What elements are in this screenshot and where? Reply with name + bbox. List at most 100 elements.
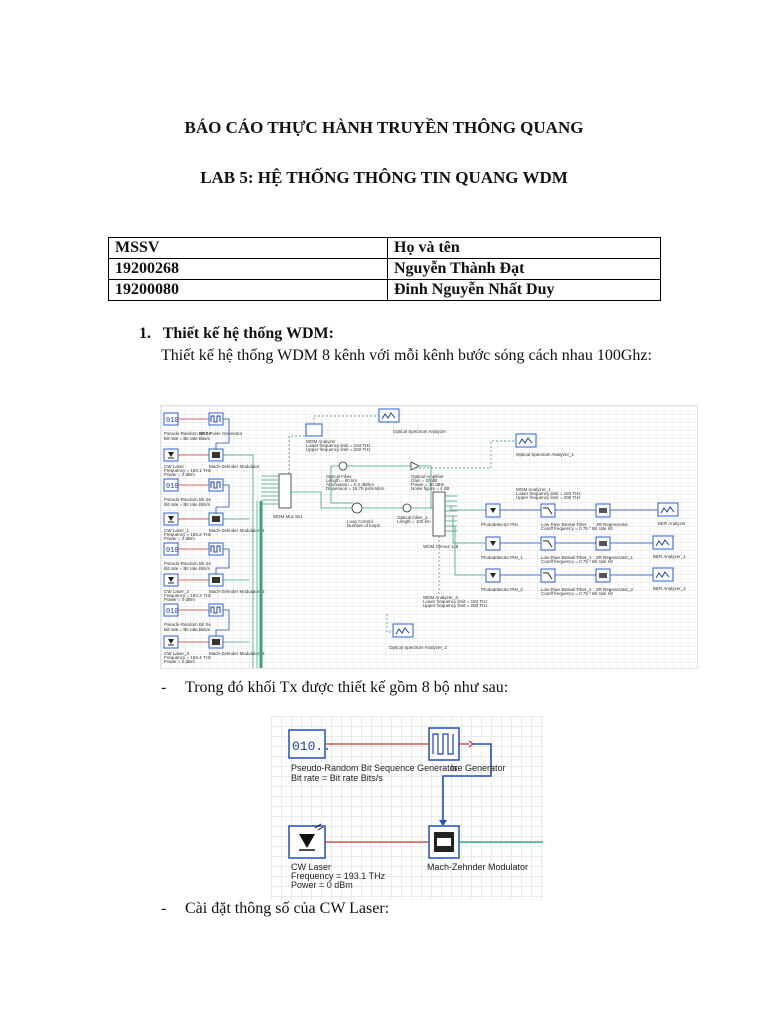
laser-label: CW Laser_1 xyxy=(164,528,190,533)
table-row: 19200268 Nguyễn Thành Đạt xyxy=(108,258,661,280)
cutoff-label: Cutoff frequency = 0.75 * Bit rate Hz xyxy=(541,591,614,596)
tx-block-2: Pseudo-Random Bit Se Bit rate = Bit rate… xyxy=(163,542,265,602)
fiber-length: Length = 80 km xyxy=(326,478,357,483)
wdm-mux: WDM Mux 8x1 xyxy=(273,473,303,519)
section-heading: 1. Thiết kế hệ thống WDM: xyxy=(139,325,334,342)
lab-title: LAB 5: HỆ THỐNG THÔNG TIN QUANG WDM xyxy=(200,168,568,187)
prbs-label: Pseudo-Random Bit Se xyxy=(164,431,212,436)
section-paragraph: Thiết kế hệ thống WDM 8 kênh với mỗi kên… xyxy=(161,347,652,364)
loop-count: Number of loops xyxy=(347,523,381,528)
student-name: Đinh Nguyễn Nhất Duy xyxy=(387,279,661,301)
analyzer1-upper: Upper frequency limit = 200 THz xyxy=(516,495,581,500)
ber-label: BER Analyzer_2 xyxy=(653,586,686,591)
laser-freq: Frequency = 193.1 THz xyxy=(164,468,212,473)
regen-label: 3R Regenerator xyxy=(596,522,629,527)
fiber-label: Optical Fiber xyxy=(326,474,352,479)
wdm-system-diagram: 010 Pseudo-Random Bit Se NRZ Pulse Gener… xyxy=(160,405,698,669)
laser-freq: Frequency = 193.3 THz xyxy=(164,593,212,598)
regen-label: 3R Regenerator_2 xyxy=(596,587,634,592)
wdm-analyzer-2: WDM Analyzer_2 Lower frequency limit = 1… xyxy=(423,536,488,608)
pin-label: Photodetector PIN_1 xyxy=(481,555,523,560)
ber-label: BER Analyzer_1 xyxy=(653,554,686,559)
table-row: 19200080 Đinh Nguyễn Nhất Duy xyxy=(108,279,661,301)
prbs-label: Pseudo-Random Bit Se xyxy=(164,622,212,627)
analyzer2-lower: Lower frequency limit = 193 THz xyxy=(423,599,488,604)
modulator-bus xyxy=(223,454,279,668)
osa-1: Optical Spectrum Analyzer_1 xyxy=(515,433,575,457)
prbs-label: Pseudo-Random Bit Se xyxy=(164,497,212,502)
report-title: BÁO CÁO THỰC HÀNH TRUYỀN THÔNG QUANG xyxy=(184,118,584,137)
mzm-block xyxy=(428,825,460,859)
wire-nrz-mzm xyxy=(442,743,492,824)
mux-label: WDM Mux 8x1 xyxy=(273,514,303,519)
laser-label: CW Laser xyxy=(164,464,185,469)
bitrate-label: Bit rate = Bit rate Bits/s xyxy=(164,502,211,507)
bitrate-label: Bit rate = Bit rate Bits/s xyxy=(164,436,211,441)
bullet-item: - Trong đó khối Tx được thiết kế gồm 8 b… xyxy=(161,679,561,701)
laser-label: CW Laser xyxy=(291,862,331,872)
laser-power: Power = 0 dBm xyxy=(164,597,195,602)
bullet-dash: - xyxy=(161,900,167,917)
pin-label: Photodetector PIN xyxy=(481,522,518,527)
nrz-label: NRZ Pulse Generator xyxy=(199,431,243,436)
tx-block-3: Pseudo-Random Bit Se Bit rate = Bit rate… xyxy=(163,603,265,664)
prbs-icon-text: 010.. xyxy=(292,739,331,754)
fiber-section: Optical Fiber Length = 80 km Attenuation… xyxy=(291,461,449,528)
wdm-analyzer-upper: Upper frequency limit = 200 THz xyxy=(306,447,371,452)
bitrate-label: Bit rate = Bit rate Bits/s xyxy=(291,773,383,783)
table-header-name: Họ và tên xyxy=(387,237,661,259)
laser-freq: Frequency = 193.1 THz xyxy=(291,871,386,881)
wdm-demux: WDM Demux 1x8 xyxy=(423,491,486,576)
student-name: Nguyễn Thành Đạt xyxy=(387,258,661,280)
student-id: 19200268 xyxy=(108,258,388,280)
tx-block-svg: 010.. Pseudo-Random Bit Sequence Generat… xyxy=(288,727,543,890)
ber-label: BER Analyzer xyxy=(658,521,686,526)
students-table: MSSV Họ và tên 19200268 Nguyễn Thành Đạt… xyxy=(108,237,661,301)
osa2-label: Optical Spectrum Analyzer_2 xyxy=(389,645,448,650)
bullet-text: Cài đặt thông số của CW Laser: xyxy=(185,900,390,917)
amp-label: Optical Amplifier xyxy=(411,474,444,479)
rx-chain-2: Photodetector PIN_2 Low Pass Bessel Filt… xyxy=(481,567,686,596)
rx-chain-1: Photodetector PIN_1 Low Pass Bessel Filt… xyxy=(481,535,686,564)
amp-noise: Noise figure = 4 dB xyxy=(411,486,449,491)
demux-label: WDM Demux 1x8 xyxy=(423,544,459,549)
mzm-label: Mach-Zehnder Modulator xyxy=(209,464,260,469)
cutoff-label: Cutoff frequency = 0.75 * Bit rate Hz xyxy=(541,526,614,531)
analyzer1-lower: Lower frequency limit = 193 THz xyxy=(516,491,581,496)
pin-label: Photodetector PIN_2 xyxy=(481,587,523,592)
tx-block-0: Pseudo-Random Bit Se NRZ Pulse Generator… xyxy=(163,412,260,477)
mzm-label: Mach-Zehnder Modulator_2 xyxy=(209,589,265,594)
table-header-mssv: MSSV xyxy=(108,237,388,259)
laser-freq: Frequency = 193.4 THz xyxy=(164,655,212,660)
amp-power: Power = 10 dBm xyxy=(411,482,445,487)
prbs-label: Pseudo-Random Bit Sequence Generator xyxy=(291,763,458,773)
bitrate-label: Bit rate = Bit rate Bits/s xyxy=(164,566,211,571)
laser-block xyxy=(288,823,326,859)
bullet-item: - Cài đặt thông số của CW Laser: xyxy=(161,900,561,922)
mzm-label: Mach-Zehnder Modulator_3 xyxy=(209,651,265,656)
laser-label: CW Laser_3 xyxy=(164,651,190,656)
nrz-label: lse Generator xyxy=(451,763,506,773)
laser-power: Power = 0 dBm xyxy=(164,536,195,541)
laser-freq: Frequency = 193.2 THz xyxy=(164,532,212,537)
bitrate-label: Bit rate = Bit rate Bits/s xyxy=(164,627,211,632)
laser-label: CW Laser_2 xyxy=(164,589,190,594)
tx-blocks: Pseudo-Random Bit Se NRZ Pulse Generator… xyxy=(163,412,265,664)
laser-power: Power = 0 dBm xyxy=(291,880,353,890)
tx-block-diagram: 010.. Pseudo-Random Bit Sequence Generat… xyxy=(271,716,543,900)
filter-label: Low Pass Bessel Filter_2 xyxy=(541,587,592,592)
wdm-analyzer-1: WDM Analyzer_1 Lower frequency limit = 1… xyxy=(516,487,581,500)
fiber1-label: Optical Fiber_1 xyxy=(397,515,428,520)
mzm-label: Mach-Zehnder Modulator xyxy=(427,862,528,872)
wdm-analyzer-lower: Lower frequency limit = 193 THz xyxy=(306,443,371,448)
nrz-block xyxy=(428,727,460,761)
fiber-dispersion: Dispersion = 16.75 ps/nm/km xyxy=(326,486,385,491)
filter-label: Low Pass Bessel Filter xyxy=(541,522,587,527)
laser-power: Power = 0 dBm xyxy=(164,659,195,664)
regen-label: 3R Regenerator_1 xyxy=(596,555,634,560)
prbs-block: 010.. xyxy=(288,729,331,759)
bullet-dash: - xyxy=(161,679,167,696)
osa-label: Optical Spectrum Analyzer xyxy=(393,429,447,434)
cutoff-label: Cutoff frequency = 0.75 * Bit rate Hz xyxy=(541,559,614,564)
analyzer1-label: WDM Analyzer_1 xyxy=(516,487,551,492)
